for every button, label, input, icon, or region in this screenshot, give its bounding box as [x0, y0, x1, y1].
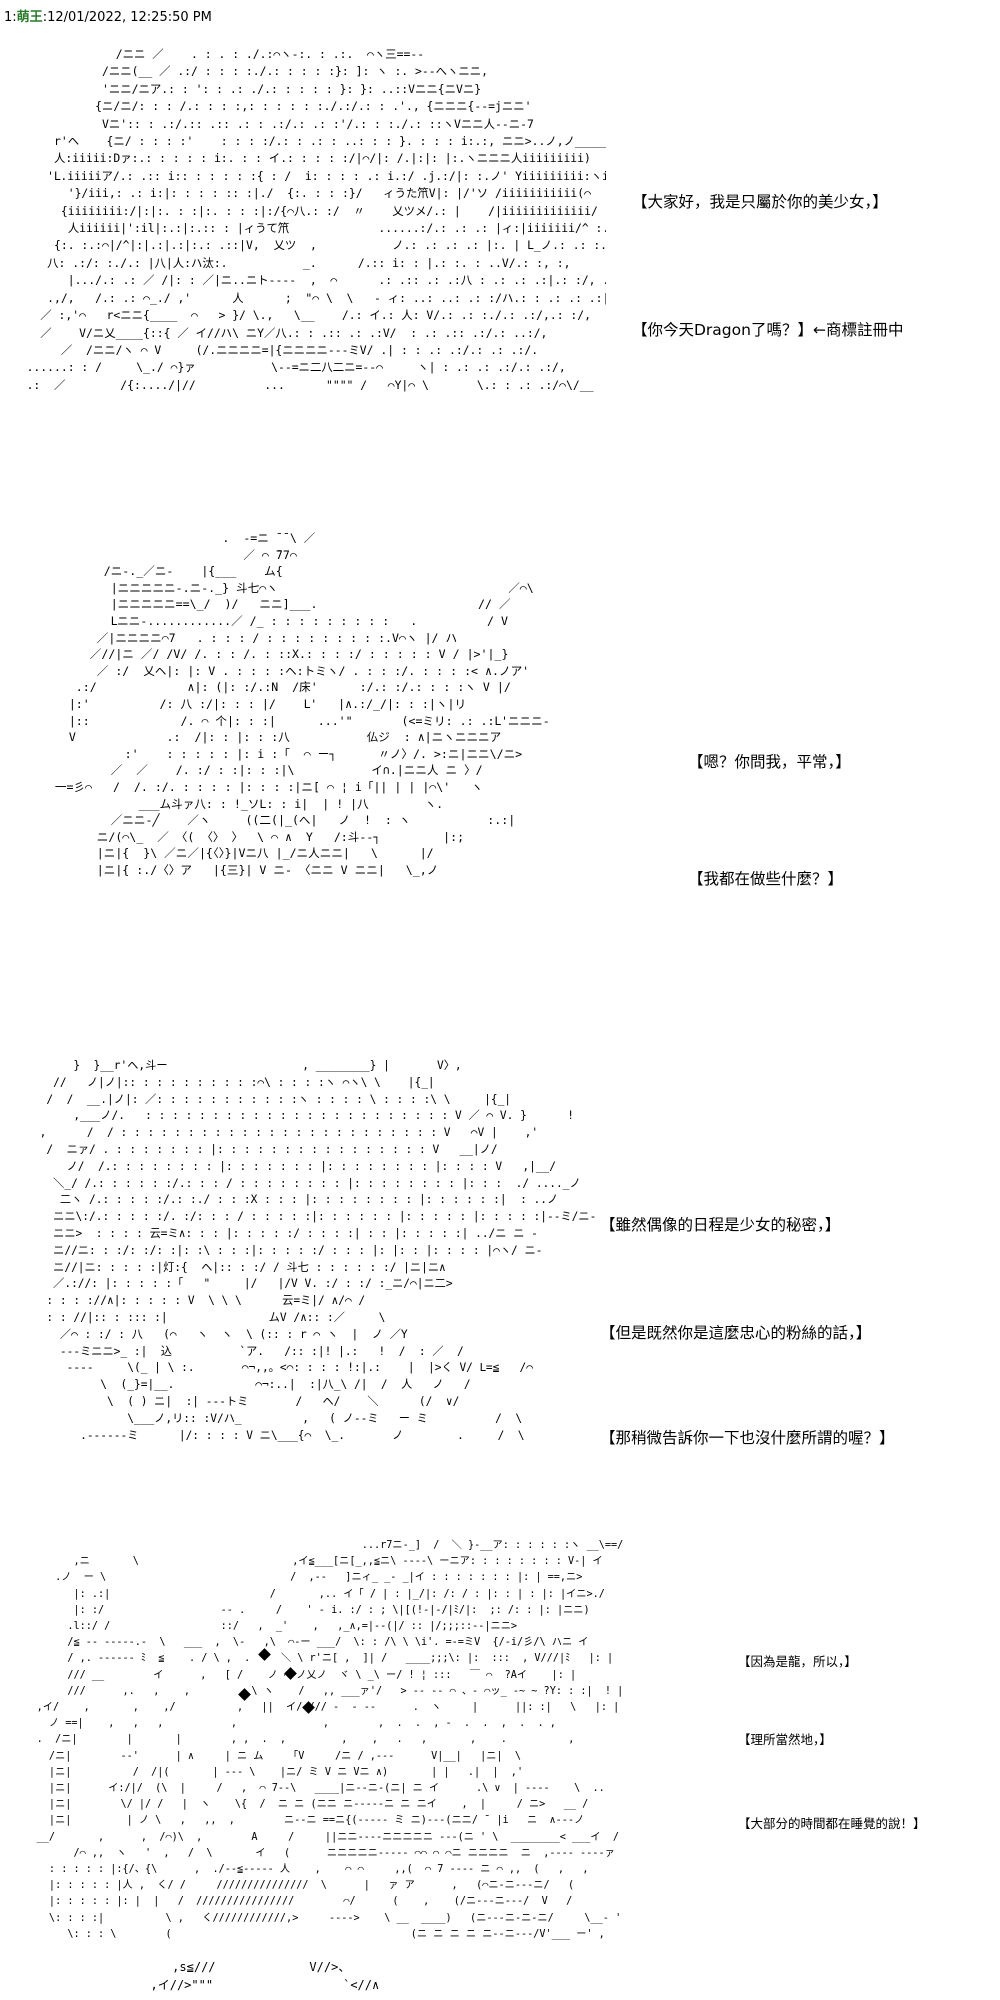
dialog-line-9: 【理所當然地，】 — [738, 1732, 832, 1747]
ascii-art-panel-5: ,s≦/// V//>、 ,イ//>""" `<//∧ — [150, 1960, 380, 1992]
ascii-art-panel-4: ...r7ニ-_] / ＼ }-__ア: : : : : :ヽ __\==/ ,… — [36, 1540, 624, 1940]
post-number: 1 — [4, 10, 13, 25]
dialog-line-7: 【那稍微告訴你一下也沒什麼所謂的喔？】 — [600, 1429, 895, 1447]
dialog-line-6: 【但是既然你是這麼忠心的粉絲的話，】 — [600, 1324, 872, 1342]
post-header: 1:萌王:12/01/2022, 12:25:50 PM — [4, 6, 212, 25]
dialog-line-3: 【嗯？你問我，平常，】 — [688, 753, 851, 771]
ascii-art-panel-3: } }__r'ヘ,斗ー , ________} | V〉, // ノ|ノ|:: … — [39, 1059, 596, 1442]
dialog-line-5: 【雖然偶像的日程是少女的秘密，】 — [600, 1216, 841, 1234]
dialog-line-4: 【我都在做些什麼？】 — [688, 870, 844, 888]
ascii-art-panel-2: . -=ニ ̄ ̄ \ ／ ／ ⌒ ̄77⌒ /ニ-._／ニ- |{___ ム{… — [54, 531, 550, 877]
post-timestamp: :12/01/2022, 12:25:50 PM — [42, 10, 212, 25]
dialog-line-8: 【因為是龍，所以，】 — [738, 1654, 857, 1669]
dialog-line-10: 【大部分的時間都在睡覺的說！】 — [738, 1816, 926, 1831]
poster-name[interactable]: 萌王 — [16, 10, 43, 25]
dialog-line-1: 【大家好，我是只屬於你的美少女，】 — [632, 193, 888, 211]
dialog-line-2: 【你今天Dragon了嗎？】←商標註冊中 — [632, 321, 904, 339]
ascii-art-panel-1: /ニニ ／ . : . : ./.:⌒ヽ-:. : .:. ⌒ヽ三==-- /ニ… — [26, 47, 606, 392]
header-separator: : — [12, 10, 17, 25]
